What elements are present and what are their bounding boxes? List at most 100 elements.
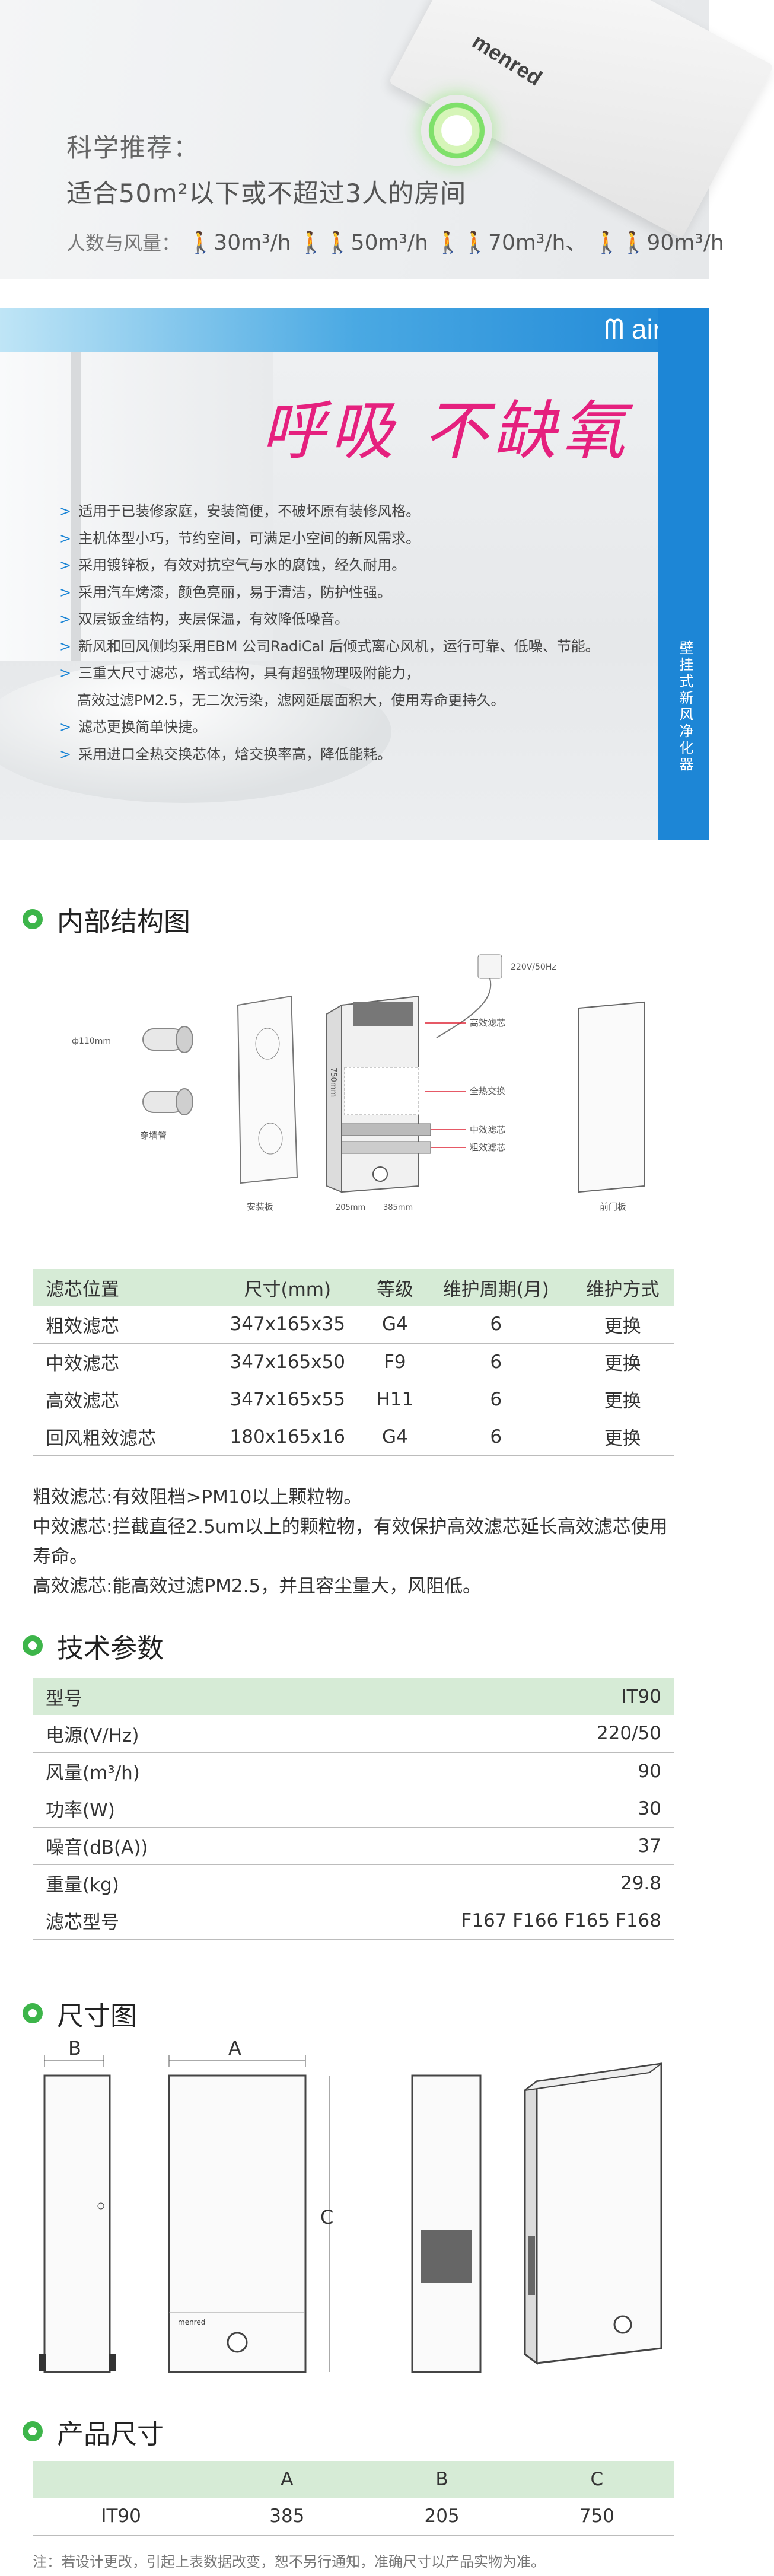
- device-knob: [421, 95, 492, 166]
- feature-item: >采用进口全热交换芯体，焓交换率高，降低能耗。: [59, 745, 392, 763]
- table-row: 重量(kg)29.8: [33, 1864, 674, 1902]
- window-image: [0, 352, 273, 661]
- dim-depth-label: 205mm: [336, 1203, 365, 1212]
- vertical-blue-bar: [658, 308, 709, 840]
- exchanger-label: 全热交换: [470, 1086, 505, 1096]
- specs-section-header: 技术参数: [23, 1628, 164, 1664]
- product-size-title: 产品尺寸: [57, 2418, 164, 2450]
- table-header-cell: 维护方式: [571, 1269, 674, 1306]
- coarse-filter-label: 粗效滤芯: [470, 1142, 505, 1153]
- feature-item: >三重大尺寸滤芯，塔式结构，具有超强物理吸附能力，: [59, 665, 421, 681]
- table-row: 噪音(dB(A))37: [33, 1827, 674, 1865]
- dim-width-label: 385mm: [383, 1203, 413, 1212]
- section-bullet-icon: [23, 2003, 43, 2023]
- bedroom-photo: [0, 352, 658, 840]
- person-2-icon: 🚶🚶: [298, 231, 351, 255]
- dimensions-title: 尺寸图: [57, 2000, 138, 2032]
- table-header-cell: A: [209, 2461, 365, 2498]
- section-bullet-icon: [23, 1635, 43, 1656]
- mount-plate-label: 安装板: [247, 1201, 273, 1212]
- flow-3: 70m³/h、: [488, 231, 587, 255]
- table-header-row: A B C: [33, 2461, 674, 2498]
- persons-flow-row: 人数与风量： 🚶30m³/h 🚶🚶50m³/h 🚶🚶70m³/h、 🚶🚶90m³…: [66, 225, 724, 256]
- table-header-cell: [33, 2461, 210, 2498]
- dimensions-section-header: 尺寸图: [23, 1995, 138, 2032]
- arrow-right-icon: >: [59, 611, 72, 627]
- air-brand-text: air: [631, 314, 662, 345]
- structure-diagram: ф110mm 穿墙管 安装板 220V/50Hz 高效滤芯 全热交换 中效滤芯 …: [57, 949, 656, 1251]
- structure-diagram-svg: ф110mm 穿墙管 安装板 220V/50Hz 高效滤芯 全热交换 中效滤芯 …: [72, 954, 645, 1212]
- arrow-right-icon: >: [59, 557, 72, 573]
- specs-title: 技术参数: [57, 1632, 164, 1664]
- feature-item: >滤芯更换简单快捷。: [59, 719, 207, 735]
- dim-b-label: B: [68, 2037, 81, 2059]
- table-header-row: 型号 IT90: [33, 1678, 674, 1715]
- front-brand-label: menred: [178, 2318, 205, 2326]
- feature-item: >主机体型小巧，节约空间，可满足小空间的新风需求。: [59, 530, 421, 547]
- hero-section: menred 科学推荐： 适合50m²以下或不超过3人的房间 人数与风量： 🚶3…: [0, 0, 774, 279]
- dim-height-label: 750mm: [329, 1067, 337, 1097]
- note-line: 中效滤芯:拦截直径2.5um以上的颗粒物，有效保护高效滤芯延长高效滤芯使用寿命。: [33, 1516, 668, 1567]
- table-header-cell: 型号: [33, 1678, 265, 1715]
- table-header-cell: B: [364, 2461, 520, 2498]
- person-3-icon: 🚶🚶: [435, 231, 489, 255]
- table-row: 功率(W)30: [33, 1790, 674, 1828]
- table-row: 风量(m³/h)90: [33, 1752, 674, 1790]
- feature-banner: ᗰ air 壁挂式新风净化器 呼吸 不缺氧 >适用于已装修家庭，安装简便，不破坏…: [0, 308, 709, 840]
- dimension-drawings-svg: B A menred C: [39, 2037, 662, 2373]
- note-line: 粗效滤芯:有效阻档>PM10以上颗粒物。: [33, 1487, 362, 1508]
- feature-item-continued: 高效过滤PM2.5，无二次污染，滤网延展面积大，使用寿命更持久。: [77, 691, 505, 709]
- structure-title: 内部结构图: [57, 906, 191, 938]
- hepa-label: 高效滤芯: [470, 1018, 505, 1028]
- section-bullet-icon: [23, 2421, 43, 2441]
- arrow-right-icon: >: [59, 637, 72, 655]
- arrow-right-icon: >: [59, 503, 72, 519]
- feature-list: >适用于已装修家庭，安装简便，不破坏原有装修风格。 >主机体型小巧，节约空间，可…: [59, 498, 641, 768]
- flow-1: 30m³/h: [214, 231, 291, 255]
- person-1-icon: 🚶: [187, 231, 214, 255]
- bed-image: [0, 661, 391, 803]
- table-row: 电源(V/Hz)220/50: [33, 1715, 674, 1753]
- recommend-title: 科学推荐：: [66, 133, 200, 163]
- recommend-text: 适合50m²以下或不超过3人的房间: [66, 179, 467, 209]
- flow-4: 90m³/h: [646, 231, 724, 255]
- power-label: 220V/50Hz: [511, 962, 556, 972]
- pipe-diameter-label: ф110mm: [72, 1037, 111, 1046]
- dimension-drawings: B A menred C: [33, 2037, 685, 2408]
- persons-label: 人数与风量：: [66, 232, 181, 254]
- person-4-icon: 🚶🚶: [593, 231, 647, 255]
- table-header-cell: 维护周期(月): [421, 1269, 571, 1306]
- arrow-right-icon: >: [59, 584, 72, 601]
- table-header-cell: C: [519, 2461, 674, 2498]
- note-line: 高效滤芯:能高效过滤PM2.5，并且容尘量大，风阻低。: [33, 1576, 482, 1597]
- footer-note: 注：若设计更改，引起上表数据改变，恕不另行通知，准确尺寸以产品实物为准。: [33, 2553, 545, 2570]
- specs-table: 型号 IT90 电源(V/Hz)220/50 风量(m³/h)90 功率(W)3…: [33, 1678, 674, 1940]
- filter-notes: 粗效滤芯:有效阻档>PM10以上颗粒物。 中效滤芯:拦截直径2.5um以上的颗粒…: [33, 1483, 679, 1601]
- feature-item: >新风和回风侧均采用EBM 公司RadiCal 后倾式离心风机，运行可靠、低噪、…: [59, 637, 600, 655]
- product-size-table: A B C IT90 385 205 750: [33, 2461, 674, 2536]
- table-header-cell: 滤芯位置: [33, 1269, 206, 1306]
- front-panel-label: 前门板: [600, 1201, 626, 1212]
- product-size-section-header: 产品尺寸: [23, 2414, 164, 2450]
- air-brand-logo: ᗰ air: [604, 314, 662, 345]
- table-header-cell: IT90: [265, 1678, 674, 1715]
- vertical-product-label: 壁挂式新风净化器: [677, 640, 693, 773]
- slogan: 呼吸 不缺氧: [261, 394, 630, 468]
- table-row: IT90 385 205 750: [33, 2498, 674, 2536]
- structure-section-header: 内部结构图: [23, 901, 191, 938]
- table-header-row: 滤芯位置 尺寸(mm) 等级 维护周期(月) 维护方式: [33, 1269, 674, 1306]
- table-header-cell: 等级: [368, 1269, 422, 1306]
- arrow-right-icon: >: [59, 719, 72, 735]
- feature-item: >双层钣金结构，夹层保温，有效降低噪音。: [59, 611, 349, 627]
- banner-top-stripe: [0, 308, 709, 352]
- feature-item: >适用于已装修家庭，安装简便，不破坏原有装修风格。: [59, 503, 421, 519]
- window-frame: [71, 352, 81, 661]
- table-header-cell: 尺寸(mm): [206, 1269, 369, 1306]
- pipe-label: 穿墙管: [140, 1130, 167, 1141]
- arrow-right-icon: >: [59, 530, 72, 547]
